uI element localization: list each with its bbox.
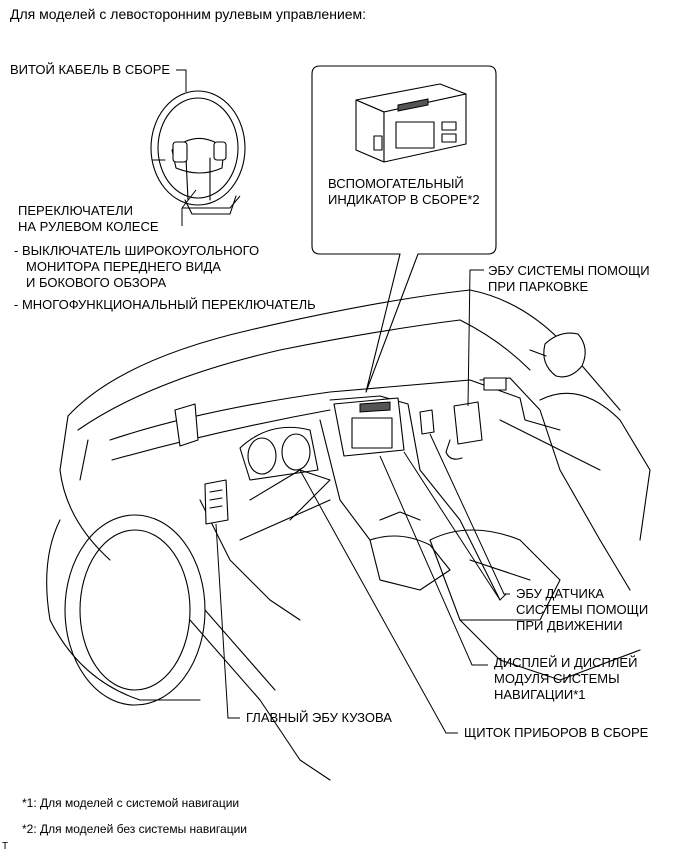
label-driving-sensor-line1: ЭБУ ДАТЧИКА	[516, 586, 605, 601]
label-multifunction-switch: - МНОГОФУНКЦИОНАЛЬНЫЙ ПЕРЕКЛЮЧАТЕЛЬ	[14, 297, 316, 312]
label-driving-sensor-line3: ПРИ ДВИЖЕНИИ	[516, 618, 623, 633]
label-main-body-ecu: ГЛАВНЫЙ ЭБУ КУЗОВА	[246, 710, 392, 725]
diagram-heading: Для моделей с левосторонним рулевым упра…	[10, 6, 367, 22]
label-steering-switches-line2: НА РУЛЕВОМ КОЛЕСЕ	[18, 219, 159, 234]
auxiliary-indicator-icon	[355, 83, 467, 163]
label-wide-monitor-line2: МОНИТОРА ПЕРЕДНЕГО ВИДА	[26, 259, 221, 274]
car-interior	[46, 289, 651, 781]
label-driving-sensor-line2: СИСТЕМЫ ПОМОЩИ	[516, 602, 649, 617]
label-display-line3: НАВИГАЦИИ*1	[494, 687, 586, 702]
label-wide-monitor-line1: - ВЫКЛЮЧАТЕЛЬ ШИРОКОУГОЛЬНОГО	[14, 243, 260, 258]
label-aux-indicator-line1: ВСПОМОГАТЕЛЬНЫЙ	[328, 176, 464, 191]
footnote-1: *1: Для моделей с системой навигации	[22, 796, 240, 810]
label-display-line1: ДИСПЛЕЙ И ДИСПЛЕЙ	[494, 655, 638, 670]
label-aux-indicator-line2: ИНДИКАТОР В СБОРЕ*2	[328, 192, 480, 207]
label-spiral-cable: ВИТОЙ КАБЕЛЬ В СБОРЕ	[10, 62, 171, 77]
callout-box	[311, 65, 497, 393]
steering-wheel-icon	[150, 90, 246, 215]
footnote-2: *2: Для моделей без системы навигации	[22, 822, 247, 836]
label-parking-ecu-line2: ПРИ ПАРКОВКЕ	[488, 279, 589, 294]
label-wide-monitor-line3: И БОКОВОГО ОБЗОРА	[26, 275, 167, 290]
label-instrument-panel: ЩИТОК ПРИБОРОВ В СБОРЕ	[464, 725, 649, 740]
label-display-line2: МОДУЛЯ СИСТЕМЫ	[494, 671, 620, 686]
label-steering-switches-line1: ПЕРЕКЛЮЧАТЕЛИ	[18, 203, 133, 218]
corner-mark: T	[2, 841, 9, 852]
label-parking-ecu-line1: ЭБУ СИСТЕМЫ ПОМОЩИ	[488, 263, 650, 278]
